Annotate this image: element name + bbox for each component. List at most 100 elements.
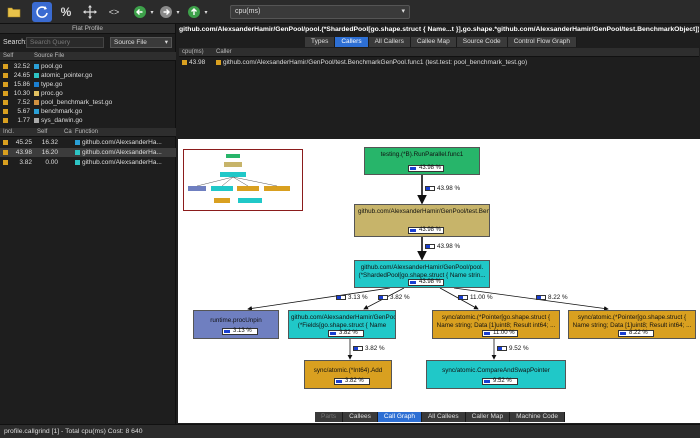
edge-label: 43.98 % <box>425 243 460 250</box>
file-row[interactable]: 7.52 pool_benchmark_test.go <box>0 98 176 107</box>
tab-types[interactable]: Types <box>305 37 336 47</box>
function-name: github.com/AlexsanderHa... <box>82 139 162 146</box>
edge-label: 3.82 % <box>378 294 410 301</box>
up-dropdown-icon[interactable]: ▾ <box>204 9 208 16</box>
function-incl: 45.25 <box>15 139 32 146</box>
cost-bar-icon <box>3 64 8 69</box>
edge-label: 8.22 % <box>536 294 568 301</box>
file-color-icon <box>34 72 39 78</box>
file-self: 10.30 <box>13 90 30 97</box>
edge-label: 3.82 % <box>353 345 385 352</box>
chevron-down-icon: ▾ <box>164 39 168 46</box>
forward-arrow-icon[interactable] <box>156 2 176 22</box>
tab-callers[interactable]: Callers <box>335 37 369 47</box>
forward-dropdown-icon[interactable]: ▾ <box>176 9 180 16</box>
up-arrow-icon[interactable] <box>184 2 204 22</box>
edge-label: 3.13 % <box>336 294 368 301</box>
col-self[interactable]: Self <box>37 129 48 135</box>
file-color-icon <box>34 63 39 69</box>
search-input[interactable]: Search Query <box>26 37 104 48</box>
col-cpu[interactable]: cpu(ms) <box>182 49 204 55</box>
graph-node[interactable]: sync/atomic.(*Pointer[go.shape.struct { … <box>432 310 560 339</box>
function-self: 16.32 <box>41 139 58 146</box>
back-dropdown-icon[interactable]: ▾ <box>150 9 154 16</box>
function-row[interactable]: 45.25 16.32 github.com/AlexsanderHa... <box>0 138 176 147</box>
caller-row[interactable]: 43.98 github.com/AlexsanderHamir/GenPool… <box>179 58 699 67</box>
edge-label: 9.52 % <box>497 345 529 352</box>
tab-caller-map[interactable]: Caller Map <box>465 412 511 422</box>
tab-parts[interactable]: Parts <box>315 412 344 422</box>
file-self: 24.65 <box>13 72 30 79</box>
col-called[interactable]: Ca <box>64 129 72 135</box>
file-color-icon <box>34 108 39 114</box>
tab-callee-map[interactable]: Callee Map <box>410 37 457 47</box>
back-arrow-icon[interactable] <box>130 2 150 22</box>
graph-node[interactable]: github.com/AlexsanderHamir/GenPool/test.… <box>354 204 490 237</box>
cost-bar-icon <box>3 140 8 145</box>
file-color-icon <box>34 99 39 105</box>
reload-icon[interactable] <box>32 2 52 22</box>
file-name: atomic_pointer.go <box>41 72 93 79</box>
open-folder-icon[interactable] <box>4 2 24 22</box>
tab-all-callers[interactable]: All Callers <box>368 37 411 47</box>
detail-panel: github.com/AlexsanderHamir/GenPool/pool.… <box>177 24 700 424</box>
col-self[interactable]: Self <box>3 53 14 59</box>
call-graph-canvas[interactable]: 43.98 % 43.98 % 3.13 % 3.82 % 11.00 % 8.… <box>178 139 700 423</box>
search-row: Search: Search Query Source File ▾ <box>0 36 176 50</box>
col-incl[interactable]: Incl. <box>3 129 15 135</box>
file-name: benchmark.go <box>41 108 83 115</box>
file-name: pool.go <box>41 63 63 70</box>
file-self: 15.86 <box>13 81 30 88</box>
search-scope-select[interactable]: Source File ▾ <box>110 37 172 48</box>
file-self: 5.67 <box>17 108 30 115</box>
graph-node[interactable]: github.com/AlexsanderHamir/GenPool/pool.… <box>354 260 490 288</box>
graph-node[interactable]: github.com/AlexsanderHamir/GenPool/pool.… <box>288 310 396 339</box>
edge-label: 43.98 % <box>425 185 460 192</box>
file-color-icon <box>34 81 39 87</box>
col-function[interactable]: Function <box>75 129 99 135</box>
file-row[interactable]: 24.65 atomic_pointer.go <box>0 71 176 80</box>
col-source-file[interactable]: Source File <box>34 53 65 59</box>
event-type-combo[interactable]: cpu(ms) ▾ <box>230 5 410 19</box>
file-color-icon <box>34 90 39 96</box>
function-incl: 3.82 <box>19 159 32 166</box>
code-toggle-icon[interactable]: <> <box>108 7 120 17</box>
tab-control-flow-graph[interactable]: Control Flow Graph <box>507 37 578 47</box>
toolbar: % <> ▾ ▾ ▾ cpu(ms) ▾ <box>0 0 700 24</box>
tab-call-graph[interactable]: Call Graph <box>377 412 422 422</box>
tab-machine-code[interactable]: Machine Code <box>510 412 566 422</box>
file-name: type.go <box>41 81 63 88</box>
graph-node[interactable]: sync/atomic.(*Pointer[go.shape.struct { … <box>568 310 696 339</box>
tab-all-callees[interactable]: All Callees <box>421 412 466 422</box>
edge-get-to-procunpin[interactable] <box>247 287 391 311</box>
file-row[interactable]: 5.67 benchmark.go <box>0 107 176 116</box>
cost-bar-icon <box>3 100 8 105</box>
file-row[interactable]: 15.86 type.go <box>0 80 176 89</box>
graph-overview[interactable] <box>183 149 303 211</box>
file-self: 7.52 <box>17 99 30 106</box>
col-caller[interactable]: Caller <box>216 49 232 55</box>
tab-callees[interactable]: Callees <box>343 412 378 422</box>
move-cross-icon[interactable] <box>80 2 100 22</box>
status-text: profile.callgrind [1] - Total cpu(ms) Co… <box>4 428 143 435</box>
file-name: pool_benchmark_test.go <box>41 99 113 106</box>
flat-profile-panel: Flat Profile Search: Search Query Source… <box>0 24 176 424</box>
function-color-icon <box>75 139 80 145</box>
cost-bar-icon <box>3 73 8 78</box>
relative-percent-icon[interactable]: % <box>60 5 72 19</box>
edge-get-to-pointer-b[interactable] <box>453 287 609 311</box>
search-scope-value: Source File <box>114 39 147 46</box>
function-name: github.com/AlexsanderHa... <box>82 159 162 166</box>
tab-source-code[interactable]: Source Code <box>456 37 508 47</box>
